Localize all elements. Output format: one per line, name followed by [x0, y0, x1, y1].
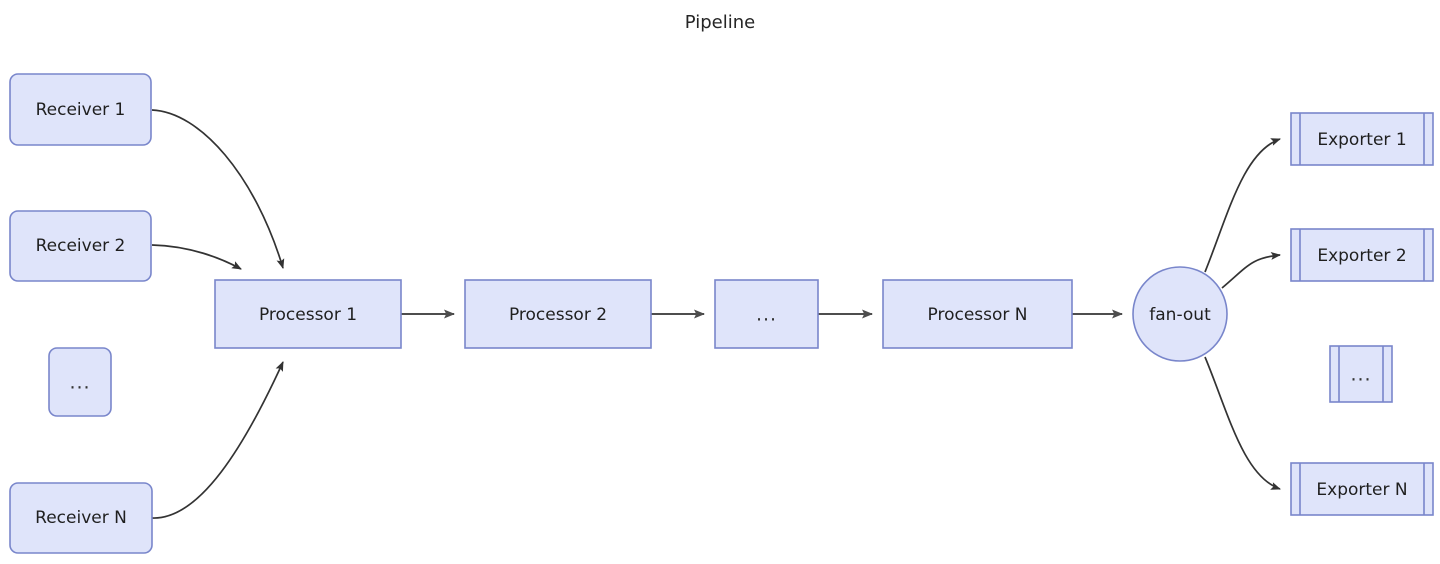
node-receiver-n[interactable]: Receiver N: [9, 482, 153, 554]
node-exporter-n[interactable]: Exporter N: [1290, 462, 1434, 516]
node-fanout[interactable]: fan-out: [1132, 266, 1228, 362]
edge-layer: [151, 109, 1281, 519]
node-processor-ellipsis[interactable]: ...: [714, 279, 819, 349]
processor-2-shape[interactable]: [464, 279, 652, 349]
receiver-ellipsis-label: ...: [69, 372, 90, 394]
receiver-ellipsis-shape[interactable]: [48, 347, 112, 417]
node-processor-2[interactable]: Processor 2: [464, 279, 652, 349]
processor-ellipsis-label: ...: [756, 304, 777, 326]
exporter-n-shape[interactable]: [1290, 462, 1434, 516]
edge-receiver2-processor1: [151, 244, 242, 270]
receiver-1-label: Receiver 1: [36, 100, 126, 120]
edge-fanout-exporter1: [1204, 138, 1281, 273]
processor-2-label: Processor 2: [509, 305, 607, 325]
node-exporter-2[interactable]: Exporter 2: [1290, 228, 1434, 282]
edge-receiverN-processor1: [151, 361, 284, 519]
fanout-shape[interactable]: [1132, 266, 1228, 362]
receiver-n-shape[interactable]: [9, 482, 153, 554]
processors-group: Processor 1 Processor 2 ... Processor N: [214, 279, 1073, 349]
edge-fanout-exporter2: [1221, 251, 1281, 289]
node-exporter-1[interactable]: Exporter 1: [1290, 112, 1434, 166]
processor-n-label: Processor N: [928, 305, 1028, 325]
node-receiver-1[interactable]: Receiver 1: [9, 73, 152, 146]
exporter-ellipsis-shape[interactable]: [1329, 345, 1393, 403]
exporter-ellipsis-label: ...: [1350, 364, 1371, 386]
edge-receiver1-processor1: [151, 109, 285, 269]
processor-n-shape[interactable]: [882, 279, 1073, 349]
processor-1-label: Processor 1: [259, 305, 357, 325]
exporter-n-label: Exporter N: [1316, 480, 1407, 500]
exporter-2-shape[interactable]: [1290, 228, 1434, 282]
node-processor-n[interactable]: Processor N: [882, 279, 1073, 349]
receiver-1-shape[interactable]: [9, 73, 152, 146]
page-title: Pipeline: [685, 12, 755, 33]
processor-1-shape[interactable]: [214, 279, 402, 349]
receiver-2-shape[interactable]: [9, 210, 152, 282]
node-receiver-2[interactable]: Receiver 2: [9, 210, 152, 282]
receiver-n-label: Receiver N: [35, 508, 127, 528]
receivers-group: Receiver 1 Receiver 2 ... Receiver N: [9, 73, 153, 554]
node-exporter-ellipsis[interactable]: ...: [1329, 345, 1393, 403]
node-receiver-ellipsis[interactable]: ...: [48, 347, 112, 417]
exporter-2-label: Exporter 2: [1317, 246, 1406, 266]
exporter-1-label: Exporter 1: [1317, 130, 1406, 150]
receiver-2-label: Receiver 2: [36, 236, 126, 256]
exporter-1-shape[interactable]: [1290, 112, 1434, 166]
node-processor-1[interactable]: Processor 1: [214, 279, 402, 349]
edge-fanout-exporterN: [1204, 356, 1281, 490]
exporters-group: Exporter 1 Exporter 2 ... Exporter N: [1290, 112, 1434, 516]
fanout-label: fan-out: [1149, 305, 1211, 325]
processor-ellipsis-shape[interactable]: [714, 279, 819, 349]
